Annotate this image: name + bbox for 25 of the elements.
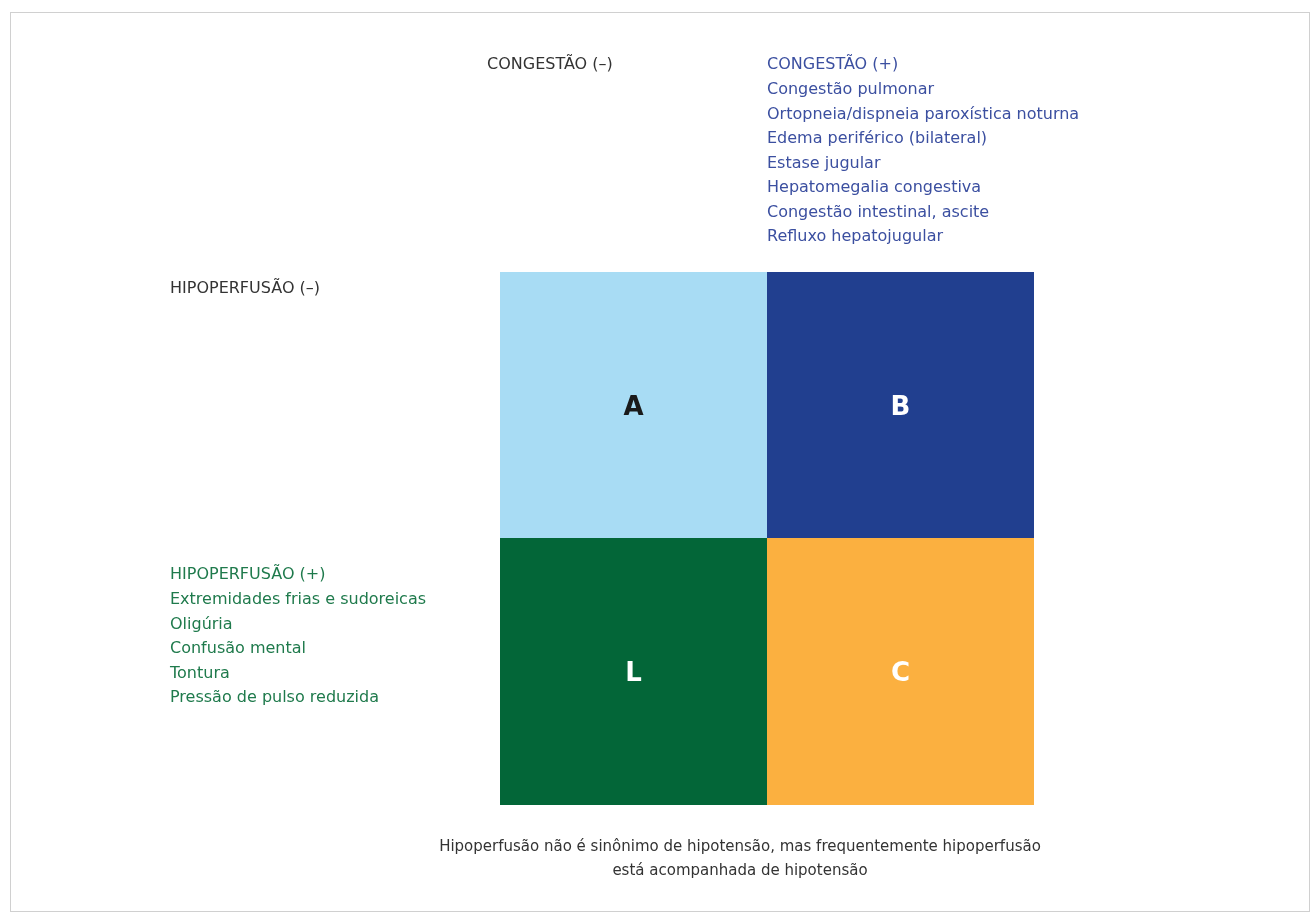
quadrant-letter: B: [890, 390, 911, 421]
symptom-item: Estase jugular: [767, 152, 881, 173]
quadrant-box: [767, 538, 1034, 805]
caption: Hipoperfusão não é sinônimo de hipotensão, mas frequentemente hipoperfusão está acompanhada de hipotensão: [438, 836, 1042, 881]
symptom-item: Edema periférico (bilateral): [767, 128, 988, 148]
quadrant-letter: L: [625, 656, 642, 687]
symptom-item: Congestão pulmonar: [767, 79, 935, 99]
symptom-item: Extremidades frias e sudoreicas: [170, 589, 427, 609]
row-heading: HIPOPERFUSÃO (+): [170, 564, 326, 584]
column-heading: CONGESTÃO (–): [487, 54, 613, 74]
quadrant-box: [500, 272, 767, 539]
symptom-item: Pressão de pulso reduzida: [170, 687, 379, 707]
symptom-item: Hepatomegalia congestiva: [767, 177, 982, 197]
quadrant-box: [500, 538, 767, 805]
quadrant-box: [767, 272, 1034, 539]
row-heading: HIPOPERFUSÃO (–): [170, 278, 321, 298]
symptom-item: Refluxo hepatojugular: [767, 226, 944, 246]
symptom-item: Oligúria: [170, 613, 233, 634]
quadrant-letter: A: [623, 390, 644, 421]
symptom-item: Ortopneia/dispneia paroxística noturna: [767, 103, 1080, 124]
symptom-item: Congestão intestinal, ascite: [767, 201, 990, 222]
symptom-item: Tontura: [170, 662, 230, 683]
symptom-item: Confusão mental: [170, 638, 306, 658]
quadrant-letter: C: [890, 656, 911, 687]
column-heading: CONGESTÃO (+): [767, 54, 899, 74]
